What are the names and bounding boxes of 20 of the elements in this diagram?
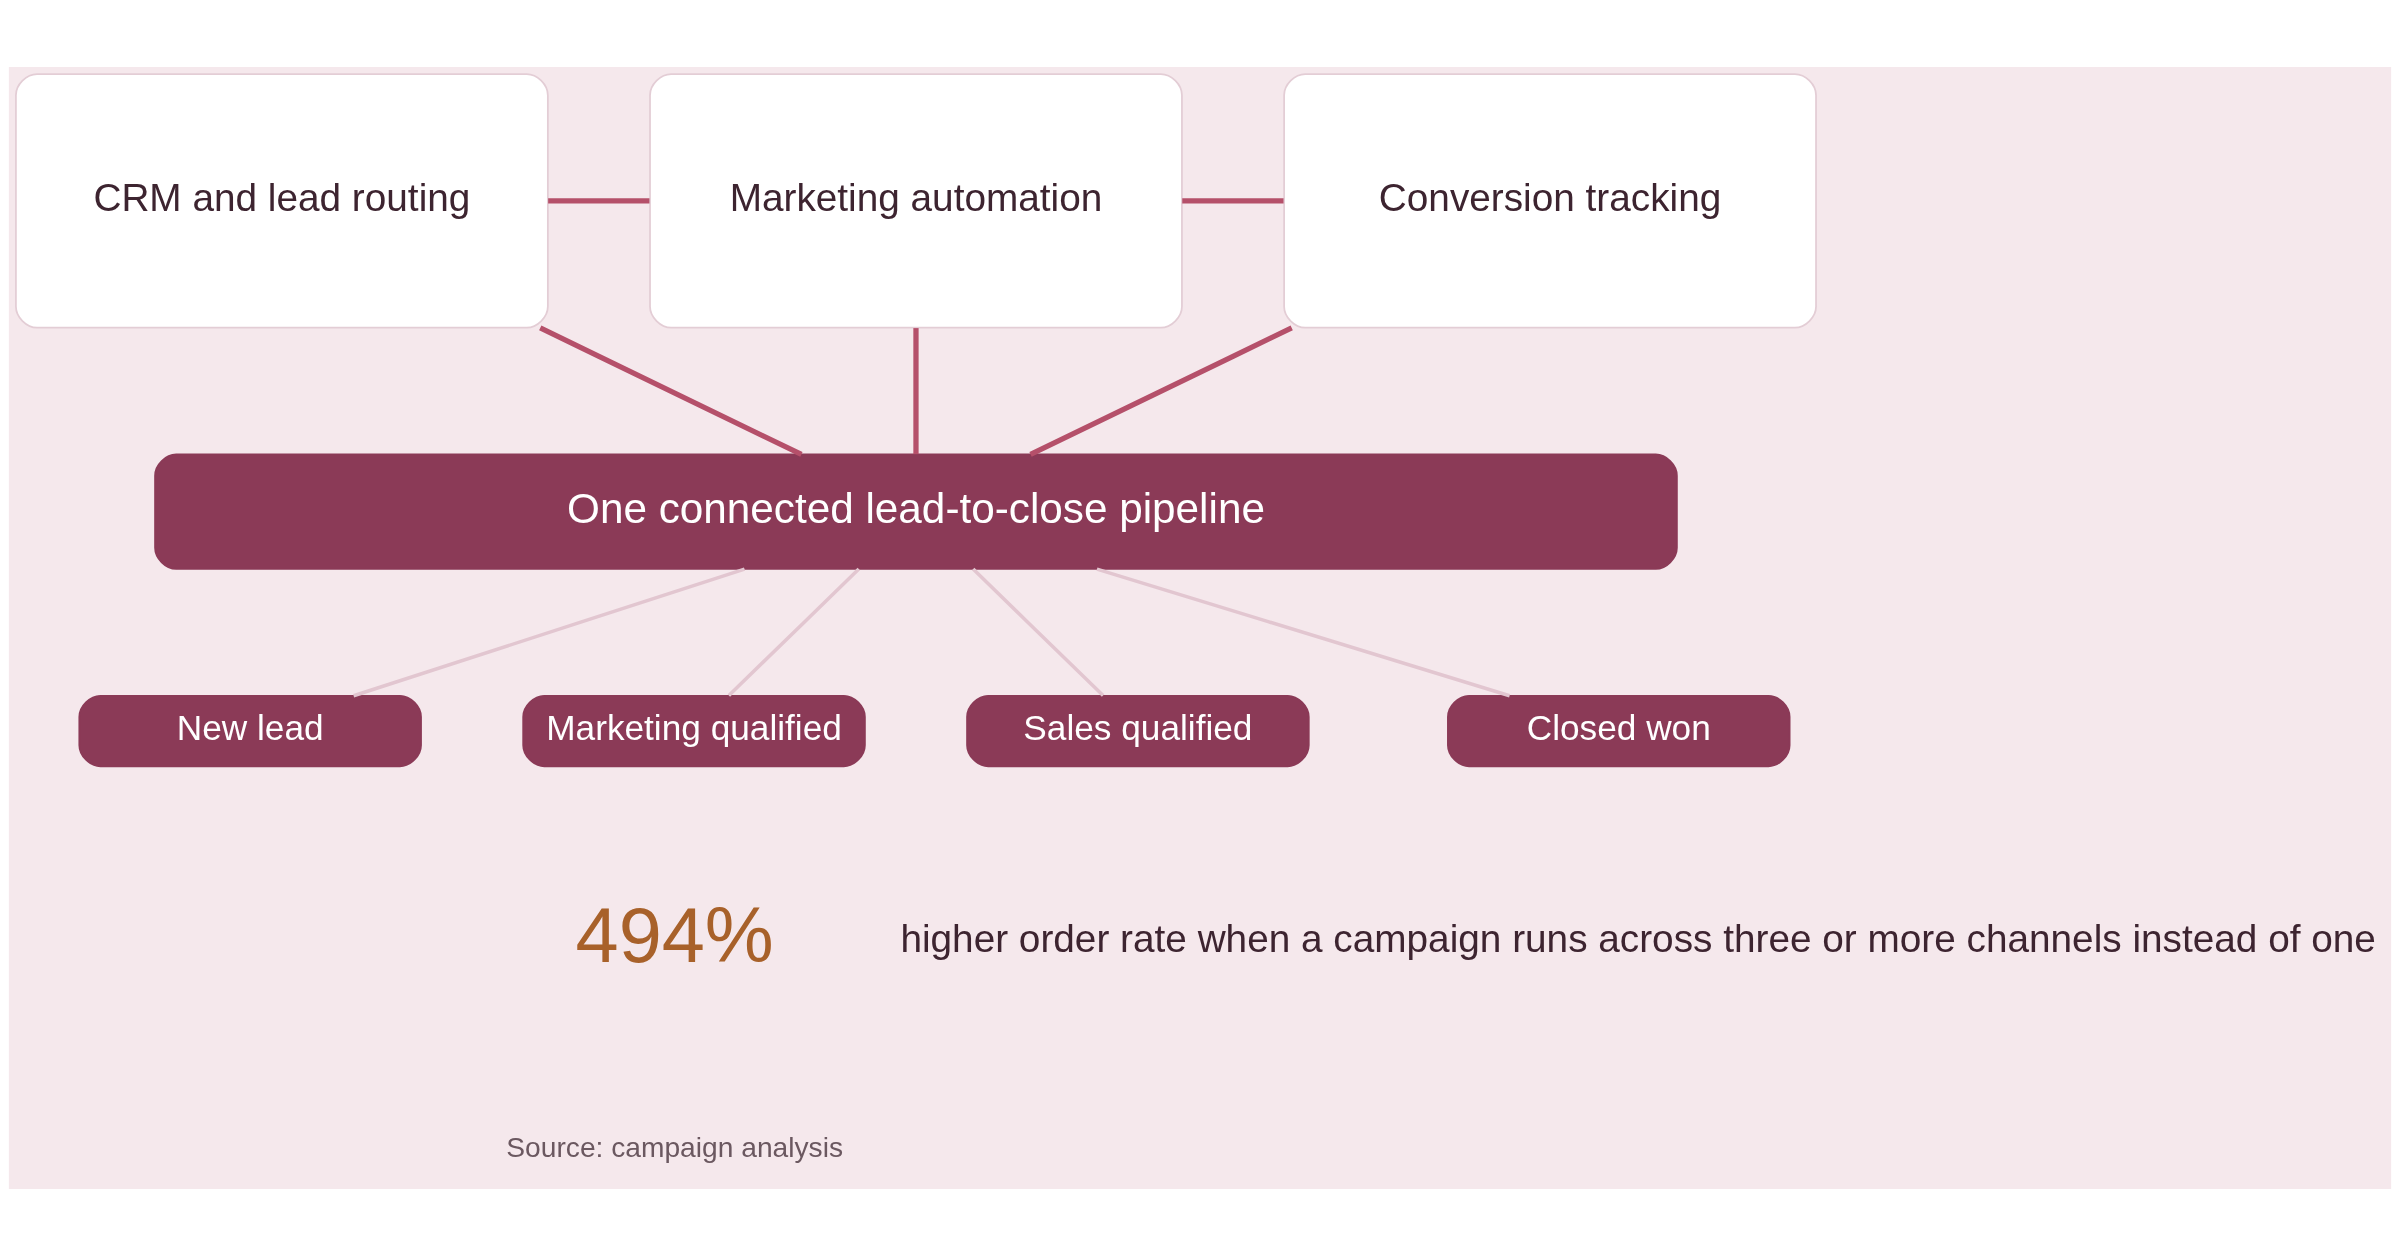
connector (1182, 198, 1284, 204)
node-box: Marketing automation (649, 73, 1183, 329)
connector (971, 567, 1105, 697)
label: 494% (575, 892, 774, 979)
node-box: Conversion tracking (1283, 73, 1817, 329)
node-box: Closed won (1447, 694, 1791, 768)
node-box: One connected lead-to-close pipeline (154, 453, 1678, 570)
connector (727, 567, 861, 697)
label: higher order rate when a campaign runs across three or more channels instead of one (900, 917, 2376, 961)
connector (539, 325, 803, 457)
connector (913, 328, 919, 455)
node-box: Sales qualified (966, 694, 1310, 768)
connector (1029, 325, 1293, 457)
node-box: New lead (78, 694, 422, 768)
connector (353, 567, 746, 698)
label: Source: campaign analysis (506, 1130, 844, 1163)
node-box: Marketing qualified (522, 694, 866, 768)
node-box: CRM and lead routing (15, 73, 549, 329)
connector (548, 198, 650, 204)
connector (1096, 567, 1511, 698)
